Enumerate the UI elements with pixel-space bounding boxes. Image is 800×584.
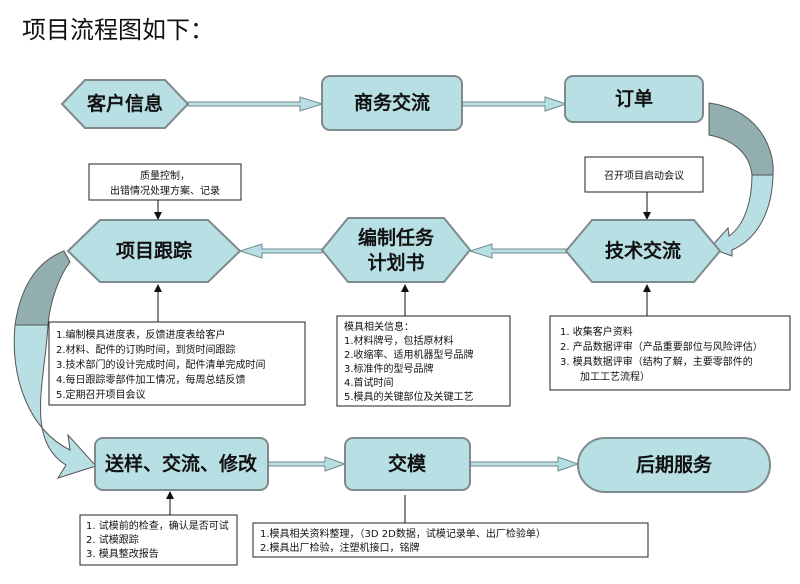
node-plan [320, 217, 472, 283]
curved-arrow-order-to-tech [708, 102, 774, 176]
node-sample-label: 送样、交流、修改 [105, 452, 258, 475]
node-order [564, 75, 704, 123]
note-sample-item: 1. 试模前的检查，确认是否可试 [86, 519, 229, 532]
note-kickoff-text: 召开项目启动会议 [604, 169, 684, 182]
note-mold-info-item: 3.标准件的型号品牌 [344, 362, 434, 375]
note-delivery-item: 2.模具出厂检验，注塑机接口，铭牌 [260, 541, 420, 554]
note-tracking-item: 4.每日跟踪零部件加工情况，每周总结反馈 [56, 373, 246, 386]
node-plan-label-1: 编制任务 [358, 226, 435, 249]
page-title: 项目流程图如下： [22, 16, 214, 44]
note-quality-line: 质量控制， [140, 169, 190, 182]
note-mold-info-item: 模具相关信息： [344, 320, 414, 333]
node-business-label: 商务交流 [354, 91, 430, 114]
note-mold-info-item: 2.收缩率、适用机器型号品牌 [344, 348, 474, 361]
note-mold-info [336, 315, 511, 407]
arrow-tech-to-plan [468, 243, 567, 259]
note-tracking-list: 1.编制模具进度表，反馈进度表给客户 2.材料、配件的订购时间，到货时间跟踪 3… [56, 328, 266, 401]
arrow-sample-to-delivery [267, 456, 347, 472]
note-mold-info-item: 1.材料牌号，包括原材料 [344, 334, 454, 347]
node-plan-label-2: 计划书 [367, 251, 424, 274]
note-tracking [48, 321, 306, 406]
note-mold-info-item: 4.首试时间 [344, 376, 394, 389]
node-after-service [577, 437, 771, 493]
node-order-label: 订单 [615, 87, 653, 110]
node-tech [564, 219, 722, 283]
note-delivery-item: 1.模具相关资料整理，（3D 2D数据，试模记录单、出厂检验单） [260, 527, 546, 540]
node-customer-info [60, 79, 190, 129]
note-mold-info-list: 模具相关信息： 1.材料牌号，包括原材料 2.收缩率、适用机器型号品牌 3.标准… [344, 320, 474, 403]
note-mold-info-item: 5.模具的关键部位及关键工艺 [344, 390, 474, 403]
node-tech-label: 技术交流 [605, 239, 681, 262]
note-kickoff [584, 156, 704, 193]
note-tech-item: 2. 产品数据评审（产品重要部位与风险评估） [560, 340, 763, 353]
curved-arrow-tracking-to-sample [14, 250, 71, 326]
note-tech-item: 1. 收集客户资料 [560, 325, 633, 338]
note-delivery-list: 1.模具相关资料整理，（3D 2D数据，试模记录单、出厂检验单） 2.模具出厂检… [260, 527, 546, 554]
note-delivery [252, 522, 649, 558]
note-tech [549, 315, 791, 391]
note-sample-item: 2. 试模跟踪 [86, 533, 139, 546]
node-delivery [344, 437, 471, 491]
curved-arrow-tracking-to-sample-head [13, 324, 97, 479]
node-delivery-label: 交模 [388, 452, 427, 475]
arrow-plan-to-tracking [238, 243, 323, 259]
note-tracking-item: 1.编制模具进度表，反馈进度表给客户 [56, 328, 226, 341]
note-tech-item: 加工工艺流程） [580, 370, 650, 383]
curved-arrow-order-to-tech-head [709, 174, 774, 257]
note-tracking-item: 3.技术部门的设计完成时间，配件清单完成时间 [56, 358, 266, 371]
note-tech-list: 1. 收集客户资料 2. 产品数据评审（产品重要部位与风险评估） 3. 模具数据… [560, 325, 763, 383]
note-tracking-item: 5.定期召开项目会议 [56, 388, 146, 401]
arrow-business-to-order [461, 96, 568, 112]
note-tech-item: 3. 模具数据评审（结构了解，主要零部件的 [560, 355, 753, 368]
note-sample-list: 1. 试模前的检查，确认是否可试 2. 试模跟踪 3. 模具整改报告 [86, 519, 229, 560]
node-business [321, 75, 463, 131]
note-quality [88, 163, 242, 201]
node-tracking-label: 项目跟踪 [116, 239, 192, 262]
note-sample [79, 514, 238, 566]
node-after-service-label: 后期服务 [636, 453, 713, 476]
note-tracking-item: 2.材料、配件的订购时间，到货时间跟踪 [56, 343, 236, 356]
node-sample [94, 437, 269, 491]
arrow-delivery-to-service [469, 456, 580, 472]
node-tracking [66, 219, 242, 283]
node-customer-info-label: 客户信息 [87, 92, 163, 115]
note-quality-line: 出错情况处理方案、记录 [110, 184, 220, 197]
arrow-customer-to-business [187, 96, 324, 112]
note-sample-item: 3. 模具整改报告 [86, 547, 159, 560]
